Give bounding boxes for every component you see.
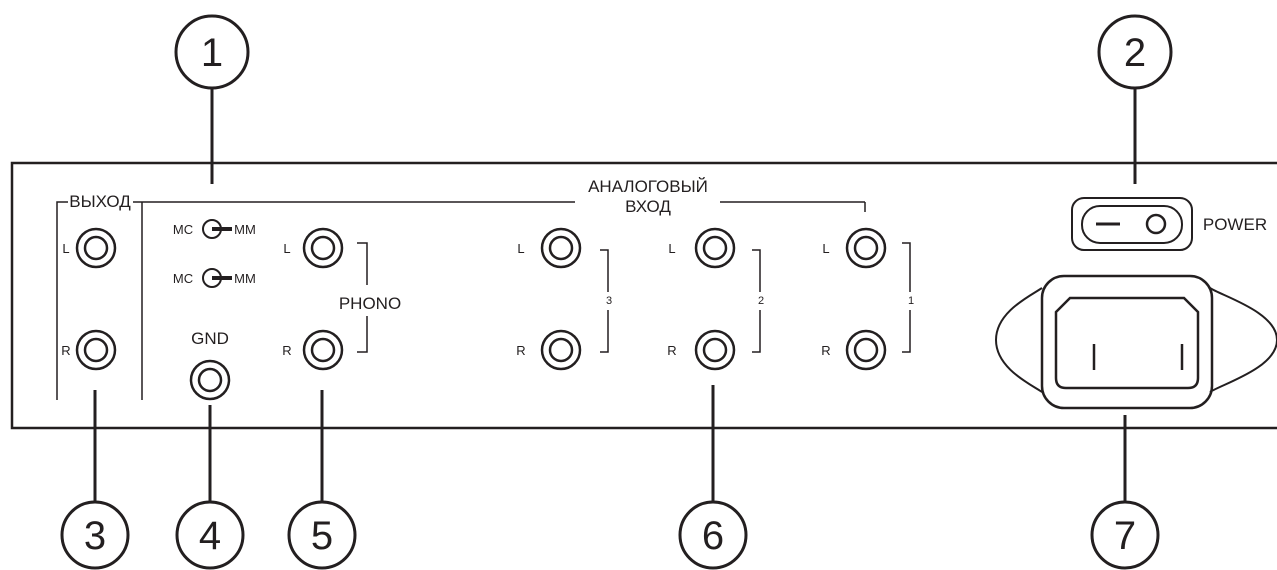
ac-power-inlet xyxy=(994,274,1277,410)
callout-3-number: 3 xyxy=(84,514,106,558)
input-2-left-label: L xyxy=(668,241,675,256)
input-2-bracket xyxy=(752,249,761,353)
phono-label: PHONO xyxy=(339,294,401,313)
callout-1-number: 1 xyxy=(201,31,223,75)
input-2-jack-left xyxy=(694,227,736,269)
power-switch xyxy=(1071,197,1193,251)
mm-label-top: MM xyxy=(234,222,256,237)
chassis-panel xyxy=(10,161,1277,430)
callout-6-number: 6 xyxy=(702,514,724,558)
output-jack-left xyxy=(75,227,117,269)
analog-input-label-line1: АНАЛОГОВЫЙ xyxy=(588,177,708,196)
callout-7: 7 xyxy=(1090,500,1160,570)
input-2-jack-right xyxy=(694,329,736,371)
input-3-left-label: L xyxy=(517,241,524,256)
mm-label-bottom: MM xyxy=(234,271,256,286)
mc-label-top: MC xyxy=(173,222,193,237)
input-1-number: 1 xyxy=(908,295,914,307)
input-3-right-label: R xyxy=(516,343,525,358)
phono-jack-right xyxy=(302,329,344,371)
power-label: POWER xyxy=(1203,215,1267,234)
analog-input-label-line2: ВХОД xyxy=(625,197,671,216)
callout-2-number: 2 xyxy=(1124,31,1146,75)
gnd-label: GND xyxy=(191,329,229,348)
analog-input-bracket xyxy=(142,201,866,212)
input-3-jack-left xyxy=(540,227,582,269)
callout-3: 3 xyxy=(60,500,130,570)
input-1-bracket xyxy=(902,242,911,353)
callout-4-number: 4 xyxy=(199,514,221,558)
input-2-right-label: R xyxy=(667,343,676,358)
output-label: ВЫХОД xyxy=(69,192,131,211)
input-2-number: 2 xyxy=(758,295,764,307)
input-1-jack-right xyxy=(845,329,887,371)
callout-2: 2 xyxy=(1097,14,1173,90)
output-jack-right xyxy=(75,329,117,371)
callout-1: 1 xyxy=(174,14,250,90)
output-right-label: R xyxy=(61,343,70,358)
mc-mm-switch-top xyxy=(202,219,232,239)
callout-4: 4 xyxy=(175,500,245,570)
callout-5: 5 xyxy=(287,500,357,570)
mc-label-bottom: MC xyxy=(173,271,193,286)
phono-bracket xyxy=(357,242,368,353)
leader-lines xyxy=(93,88,1137,502)
input-1-left-label: L xyxy=(822,241,829,256)
phono-jack-left xyxy=(302,227,344,269)
input-1-jack-left xyxy=(845,227,887,269)
output-bracket xyxy=(56,201,143,400)
output-left-label: L xyxy=(62,241,69,256)
input-1-right-label: R xyxy=(821,343,830,358)
gnd-terminal xyxy=(189,359,231,401)
callout-7-number: 7 xyxy=(1114,514,1136,558)
callout-5-number: 5 xyxy=(311,514,333,558)
input-3-bracket xyxy=(600,249,609,353)
phono-left-label: L xyxy=(283,241,290,256)
input-3-jack-right xyxy=(540,329,582,371)
phono-right-label: R xyxy=(282,343,291,358)
callout-6: 6 xyxy=(678,500,748,570)
mc-mm-switch-bottom xyxy=(202,268,232,288)
input-3-number: 3 xyxy=(606,295,612,307)
